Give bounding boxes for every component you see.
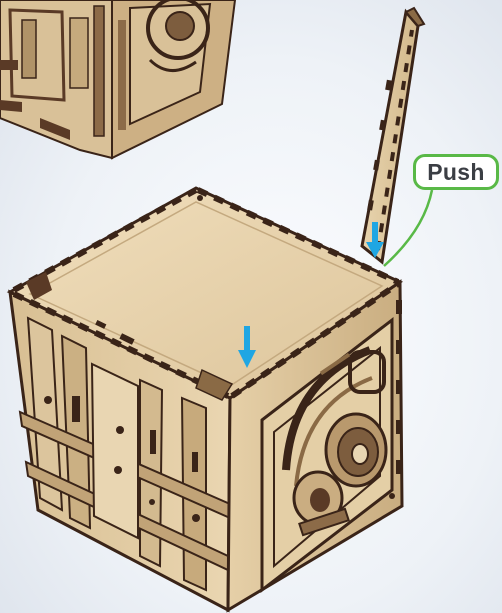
push-callout: Push xyxy=(413,154,499,190)
push-label: Push xyxy=(427,161,484,184)
